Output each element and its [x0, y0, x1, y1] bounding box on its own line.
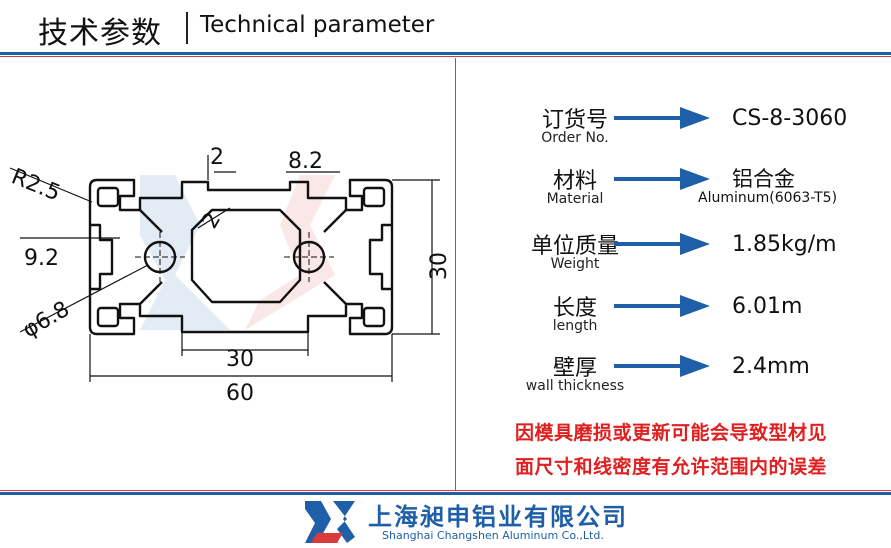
dim-slot-width-label: 8.2 [288, 149, 323, 174]
param-weight: 单位质量 Weight 1.85kg/m [470, 228, 890, 288]
dim-inner-radius-label: 2 [198, 208, 227, 233]
watermark-logo [140, 175, 335, 330]
param-label-en: Order No. [541, 130, 609, 146]
param-material: 材料 Material 铝合金 Aluminum(6063-T5) [470, 163, 890, 223]
title-divider [186, 12, 188, 44]
right-arrow-icon [614, 355, 710, 377]
param-label-cn: 订货号 [541, 108, 608, 133]
dim-radius-label: R2.5 [8, 164, 64, 206]
company-name-cn: 上海昶申铝业有限公司 [368, 503, 628, 531]
param-label-en: length [552, 318, 598, 334]
footer: 上海昶申铝业有限公司 Shanghai Changshen Aluminum C… [0, 495, 891, 548]
param-label-cn: 长度 [552, 296, 597, 321]
header-rule-red [0, 56, 891, 57]
header: 技术参数 Technical parameter [0, 0, 891, 52]
param-label-cn: 材料 [552, 169, 597, 194]
param-label-en: Material [546, 191, 604, 207]
disclaimer-line-1: 因模具磨损或更新可能会导致型材见 [514, 422, 827, 444]
company-name-en: Shanghai Changshen Aluminum Co.,Ltd. [382, 529, 604, 542]
param-label-cn: 单位质量 [530, 234, 619, 259]
center-lines [135, 232, 334, 282]
page-title-cn: 技术参数 [38, 16, 162, 51]
param-label-cn: 壁厚 [552, 356, 597, 381]
param-label-en: Weight [550, 256, 600, 272]
right-arrow-icon [614, 233, 710, 255]
param-order-no: 订货号 Order No. CS-8-3060 [470, 102, 890, 162]
profile-cross-section-svg: R2.5 2 8.2 2 9.2 φ6.8 30 30 60 [8, 145, 452, 406]
param-length: 长度 length 6.01m [470, 290, 890, 350]
company-logo-icon [305, 501, 355, 543]
param-value: 2.4mm [732, 354, 810, 379]
right-arrow-icon [614, 295, 710, 317]
disclaimer-line-2: 面尺寸和线密度有允许范围内的误差 [514, 456, 827, 478]
page-title-en: Technical parameter [200, 12, 435, 38]
column-divider [455, 58, 456, 490]
param-label-en: wall thickness [525, 378, 625, 394]
dim-height-label: 30 [427, 252, 452, 280]
param-value-sub: Aluminum(6063-T5) [698, 190, 838, 206]
dim-left-offset-label: 9.2 [24, 246, 59, 271]
footer-rule-blue [0, 492, 891, 495]
dim-total-width-label: 60 [226, 381, 254, 406]
dim-hole-diameter-label: φ6.8 [19, 297, 74, 343]
param-value: 1.85kg/m [732, 232, 837, 257]
param-value: 铝合金 [732, 167, 795, 191]
dim-inner-width-label: 30 [226, 347, 254, 372]
param-value: CS-8-3060 [732, 106, 848, 131]
param-value: 6.01m [732, 294, 803, 319]
profile-drawing: R2.5 2 8.2 2 9.2 φ6.8 30 30 60 [0, 60, 455, 490]
right-arrow-icon [614, 168, 710, 190]
dim-slot-depth-label: 2 [210, 145, 224, 170]
footer-rule-red [0, 490, 891, 491]
param-wall-thickness: 壁厚 wall thickness 2.4mm [470, 350, 890, 410]
right-arrow-icon [614, 107, 710, 129]
header-rule-blue [0, 52, 891, 55]
dimension-lines [9, 155, 440, 382]
